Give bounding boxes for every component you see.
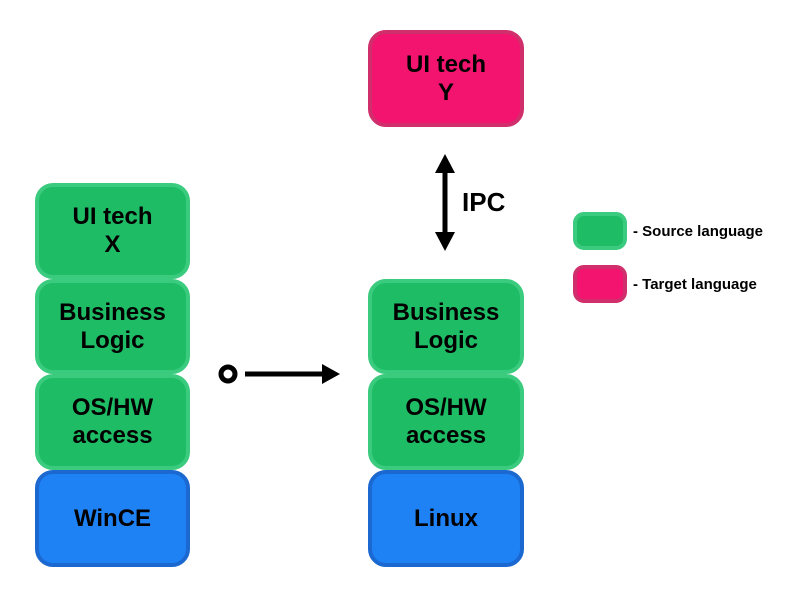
legend-label-source: - Source language (633, 222, 764, 240)
box-label-line: access (405, 422, 487, 449)
box-label-line: OS/HW (405, 394, 487, 421)
box-label-line: Y (437, 78, 454, 106)
box-label-line: Logic (80, 326, 145, 354)
box-business-logic-right: Business Logic (368, 279, 524, 374)
migration-arrow-icon (218, 364, 340, 384)
box-label-line: Linux (414, 504, 478, 532)
box-ui-tech-y: UI tech Y (368, 30, 524, 127)
box-os-hw-access-left: OS/HW access (35, 374, 190, 470)
ipc-label: IPC (462, 187, 506, 217)
legend-swatch-source-icon (573, 212, 627, 250)
ipc-arrow-icon (435, 154, 455, 251)
box-business-logic-left: Business Logic (35, 279, 190, 374)
box-label-line: X (104, 231, 121, 258)
box-label-line: UI tech (72, 203, 153, 230)
legend-row-target: - Target language (573, 264, 763, 304)
box-label-line: Logic (414, 326, 478, 354)
legend-swatch-target-icon (573, 265, 627, 303)
box-label-line: access (72, 422, 153, 449)
legend-row-source: - Source language (573, 211, 763, 251)
box-linux: Linux (368, 470, 524, 567)
box-ui-tech-x: UI tech X (35, 183, 190, 279)
box-label-line: WinCE (73, 504, 152, 532)
box-label-line: Business (392, 298, 500, 326)
box-os-hw-access-right: OS/HW access (368, 374, 524, 470)
box-label-line: UI tech (405, 50, 486, 78)
legend: - Source language - Target language (573, 211, 763, 317)
legend-label-target: - Target language (633, 275, 757, 293)
box-label-line: OS/HW (71, 394, 154, 421)
box-wince: WinCE (35, 470, 190, 567)
box-label-line: Business (59, 298, 166, 326)
